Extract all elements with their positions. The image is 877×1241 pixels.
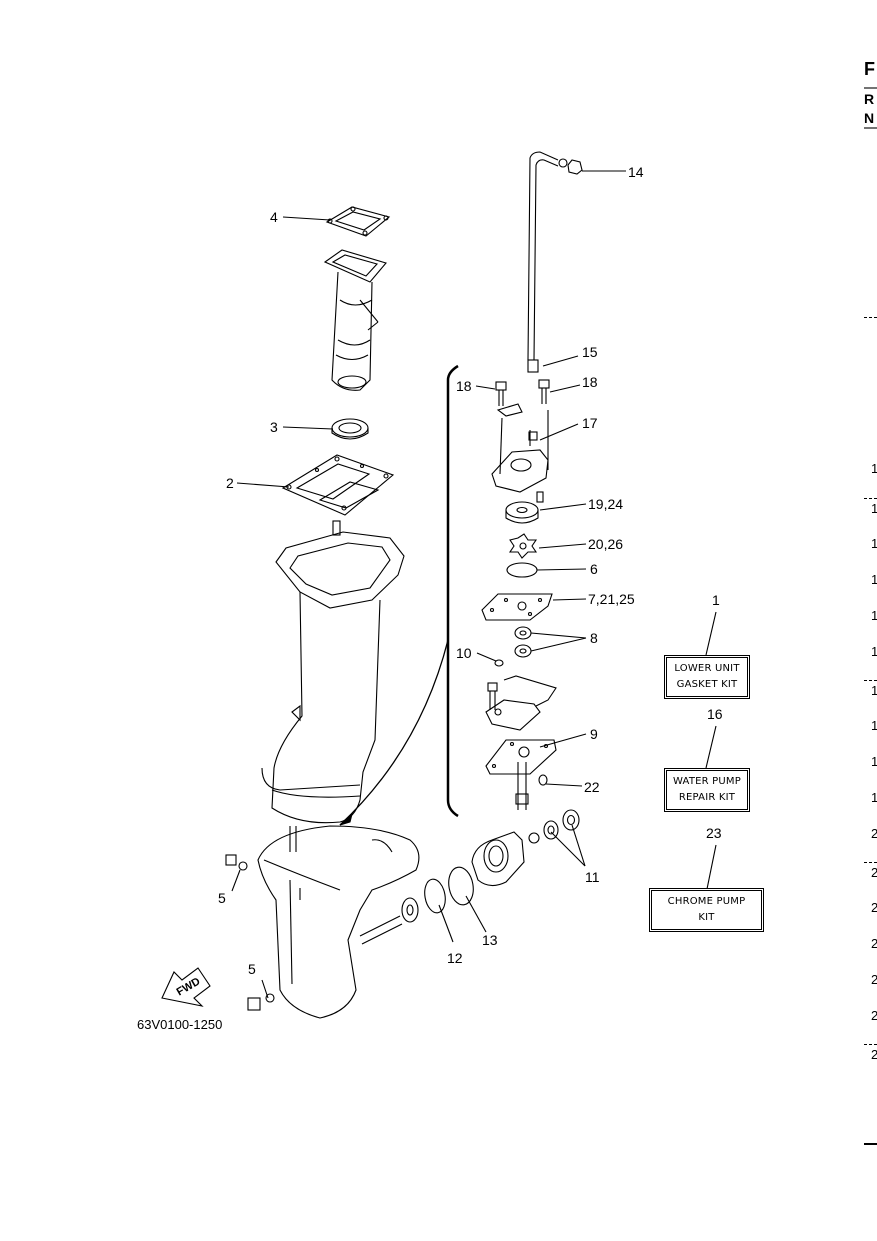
callout-14: 14 bbox=[628, 164, 644, 180]
kit-gasket-line1: LOWER UNIT bbox=[674, 663, 740, 674]
edge-num: 2 bbox=[871, 1047, 877, 1062]
grommet-22 bbox=[538, 774, 548, 786]
edge-num: 1 bbox=[871, 754, 877, 769]
lower-unit-gasket-kit-box: LOWER UNIT GASKET KIT bbox=[664, 655, 750, 699]
callout-22: 22 bbox=[584, 779, 600, 795]
edge-header-0: F bbox=[864, 59, 875, 79]
edge-header-2: N bbox=[864, 110, 875, 126]
gasket-4 bbox=[325, 206, 391, 237]
dowel-pin bbox=[332, 520, 341, 536]
edge-num: 2 bbox=[871, 900, 877, 915]
callout-11: 11 bbox=[585, 869, 600, 885]
edge-dash bbox=[864, 317, 877, 318]
o-ring-6 bbox=[506, 562, 538, 578]
edge-dash bbox=[864, 680, 877, 681]
callout-8: 8 bbox=[590, 630, 598, 646]
o-rings-12-13 bbox=[424, 866, 474, 914]
water-pipe-14 bbox=[527, 151, 583, 373]
edge-num: 1 bbox=[871, 644, 877, 659]
callout-19-24: 19,24 bbox=[588, 496, 624, 512]
impeller-20 bbox=[508, 533, 538, 559]
kit-pump-line1: WATER PUMP bbox=[673, 776, 741, 787]
seal-3 bbox=[331, 418, 369, 440]
lower-casing bbox=[257, 825, 420, 1019]
edge-num: 2 bbox=[871, 1008, 877, 1023]
kit-chrome-line2: KIT bbox=[698, 912, 715, 923]
callout-1: 1 bbox=[712, 592, 720, 608]
callout-16: 16 bbox=[707, 706, 723, 722]
edge-num: 1 bbox=[871, 461, 877, 476]
edge-num: 1 bbox=[871, 683, 877, 698]
callout-15: 15 bbox=[582, 344, 598, 360]
edge-num: 1 bbox=[871, 718, 877, 733]
callout-23: 23 bbox=[706, 825, 722, 841]
insert-19 bbox=[505, 501, 539, 524]
water-pump-repair-kit-box: WATER PUMP REPAIR KIT bbox=[664, 768, 750, 812]
callout-5-upper: 5 bbox=[218, 890, 226, 906]
bearings-8 bbox=[514, 626, 532, 658]
callout-17: 17 bbox=[582, 415, 598, 431]
edge-dash bbox=[864, 862, 877, 863]
edge-num: 1 bbox=[871, 608, 877, 623]
drive-shaft bbox=[515, 762, 529, 810]
fwd-arrow-icon bbox=[161, 967, 211, 1007]
pump-base bbox=[485, 675, 557, 731]
callout-9: 9 bbox=[590, 726, 598, 742]
callout-5-lower: 5 bbox=[248, 961, 256, 977]
callout-3: 3 bbox=[270, 419, 278, 435]
callout-6: 6 bbox=[590, 561, 598, 577]
oil-seals-11 bbox=[543, 809, 580, 840]
edge-num: 1 bbox=[871, 790, 877, 805]
pump-housing bbox=[491, 403, 549, 503]
callout-12: 12 bbox=[447, 950, 463, 966]
diagram-code: 63V0100-1250 bbox=[137, 1017, 223, 1032]
upper-casing bbox=[261, 531, 405, 852]
outer-plate-7 bbox=[481, 593, 553, 621]
o-ring-10 bbox=[494, 659, 504, 667]
callout-18-left: 18 bbox=[456, 378, 472, 394]
assembly-bracket bbox=[339, 364, 459, 826]
edge-header-1: R bbox=[864, 91, 875, 107]
edge-num: 1 bbox=[871, 536, 877, 551]
kit-gasket-line2: GASKET KIT bbox=[676, 679, 738, 690]
exhaust-guide bbox=[323, 249, 387, 391]
edge-num: 1 bbox=[871, 501, 877, 516]
callout-4: 4 bbox=[270, 209, 278, 225]
bushing bbox=[401, 897, 419, 923]
callout-10: 10 bbox=[456, 645, 472, 661]
edge-dash bbox=[864, 1044, 877, 1045]
bolts-18 bbox=[495, 379, 550, 406]
drain-screws-5 bbox=[225, 854, 275, 1011]
chrome-pump-kit-box: CHROME PUMP KIT bbox=[649, 888, 764, 932]
edge-num: 1 bbox=[871, 572, 877, 587]
gasket-2 bbox=[281, 454, 395, 516]
gasket-9 bbox=[485, 739, 557, 775]
edge-num: 2 bbox=[871, 936, 877, 951]
shift-rod-housing bbox=[471, 831, 540, 887]
edge-num: 2 bbox=[871, 826, 877, 841]
leader-lines bbox=[231, 170, 717, 999]
callout-2: 2 bbox=[226, 475, 234, 491]
callout-20-26: 20,26 bbox=[588, 536, 624, 552]
edge-num: 2 bbox=[871, 865, 877, 880]
edge-num: 2 bbox=[871, 972, 877, 987]
callout-7-21-25: 7,21,25 bbox=[588, 591, 635, 607]
edge-dash bbox=[864, 498, 877, 499]
right-edge-rules bbox=[864, 87, 877, 1145]
kit-chrome-line1: CHROME PUMP bbox=[667, 896, 746, 907]
kit-pump-line2: REPAIR KIT bbox=[678, 792, 736, 803]
callout-18-right: 18 bbox=[582, 374, 598, 390]
callout-13: 13 bbox=[482, 932, 498, 948]
